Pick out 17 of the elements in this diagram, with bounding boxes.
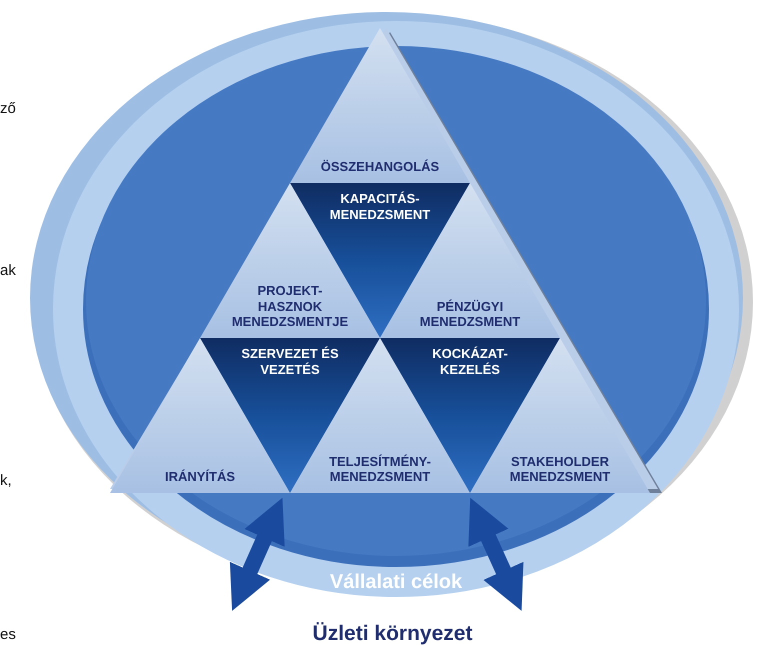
segment-label: ÖSSZEHANGOLÁS — [320, 159, 440, 175]
text-fragment: ző — [0, 100, 16, 117]
segment-label: TELJESÍTMÉNY- MENEDZSMENT — [328, 454, 432, 485]
double-arrow — [230, 498, 285, 611]
segment-label: KOCKÁZAT- KEZELÉS — [431, 346, 509, 378]
double-arrow — [468, 498, 524, 611]
segment-label: PROJEKT- HASZNOK MENEDZSMENTJE — [230, 283, 350, 330]
ring-label: Vállalati célok — [330, 570, 462, 594]
segment-label: STAKEHOLDER MENEDZSMENT — [508, 454, 612, 485]
segment-label: KAPACITÁS- MENEDZSMENT — [328, 191, 432, 222]
environment-label: Üzleti környezet — [312, 620, 472, 646]
segment-label: PÉNZÜGYI MENEDZSMENT — [418, 298, 522, 330]
segment-label: IRÁNYÍTÁS — [164, 469, 236, 485]
segment-label: SZERVEZET ÉS VEZETÉS — [240, 346, 340, 378]
text-fragment: k, — [0, 472, 12, 489]
text-fragment: ak — [0, 262, 16, 279]
text-fragment: es — [0, 626, 16, 643]
